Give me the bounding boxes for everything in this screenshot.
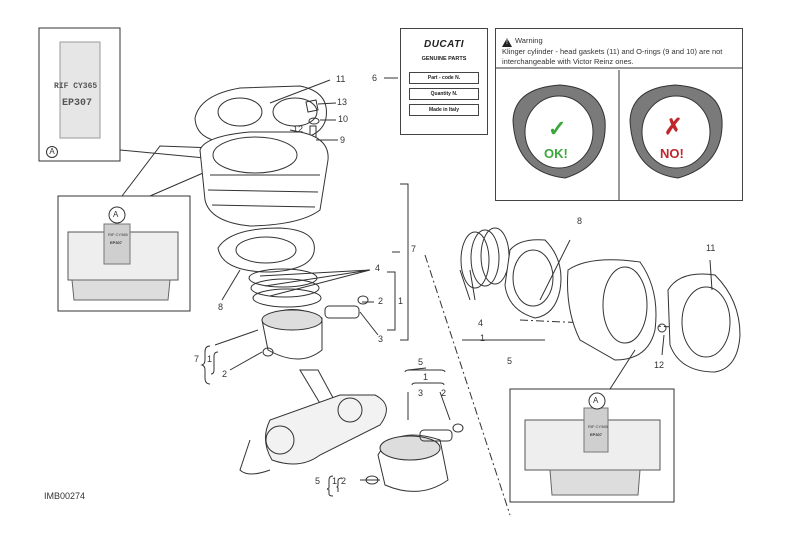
callout-4-left: 4 (375, 263, 381, 273)
cross-icon: ✗ (664, 114, 683, 139)
callout-8-left: 8 (218, 302, 224, 312)
no-label: NO! (660, 146, 684, 161)
warning-icon: ! (502, 38, 512, 47)
callout-1-bottom: 1 (332, 476, 338, 486)
ok-label: OK! (544, 146, 568, 161)
warning-text: Klinger cylinder - head gaskets (11) and… (502, 47, 723, 66)
callout-12-right: 12 (654, 360, 665, 370)
inset-right-a-label: A (593, 396, 599, 405)
callout-7-left: 7 (194, 354, 200, 364)
callout-2-pin: 2 (378, 296, 384, 306)
callout-2-bottom: 2 (341, 476, 347, 486)
quantity-row: Quantity N. (409, 88, 479, 100)
callout-5-top: 5 (418, 357, 424, 367)
callout-3-pin: 3 (378, 334, 384, 344)
callout-13: 13 (337, 97, 348, 107)
made-in-row: Made in Italy (409, 104, 479, 116)
callout-10: 10 (338, 114, 349, 124)
warning-header: !Warning Klinger cylinder - head gaskets… (502, 36, 738, 66)
genuine-parts-label: DUCATI GENUINE PARTS Part - code N. Quan… (400, 28, 488, 135)
callout-12-top: 12 (293, 124, 304, 134)
inset-left-tag-line2: EP307 (110, 240, 123, 245)
callout-1-group: 1 (398, 296, 404, 306)
callout-4-right: 4 (478, 318, 484, 328)
image-code: IMB00274 (44, 491, 86, 501)
part-code-row: Part - code N. (409, 72, 479, 84)
warning-title: Warning (515, 36, 543, 45)
callout-5-bottom: 5 (315, 476, 321, 486)
inset-a-tag-line2: EP307 (62, 98, 93, 109)
inset-right-tag-line1: RIF CY365 (588, 424, 608, 429)
callout-7-right: 7 (411, 244, 417, 254)
callout-2-left: 2 (222, 369, 228, 379)
check-icon: ✓ (548, 116, 567, 141)
inset-right-tag-line2: EP307 (590, 432, 603, 437)
inset-a-label: A (46, 146, 58, 158)
callout-1-left: 1 (207, 354, 213, 364)
callout-11-top: 11 (336, 74, 346, 84)
callout-2-mid: 2 (441, 388, 447, 398)
callout-1-right: 1 (480, 333, 486, 343)
callout-1-mid: 1 (423, 372, 429, 382)
ducati-logo: DUCATI (423, 39, 465, 50)
callout-5-right: 5 (507, 356, 513, 366)
warning-box: !Warning Klinger cylinder - head gaskets… (495, 28, 743, 201)
callout-6: 6 (372, 73, 378, 83)
callout-8-right: 8 (577, 216, 583, 226)
inset-left-tag-line1: RIF CY365 (108, 232, 128, 237)
callout-9: 9 (340, 135, 346, 145)
inset-a-tag-line1: RIF CY365 (54, 82, 98, 91)
inset-left-a-label: A (113, 210, 119, 219)
callout-3-mid: 3 (418, 388, 424, 398)
genuine-parts-title: GENUINE PARTS (421, 56, 467, 62)
callout-11-right: 11 (706, 243, 716, 253)
